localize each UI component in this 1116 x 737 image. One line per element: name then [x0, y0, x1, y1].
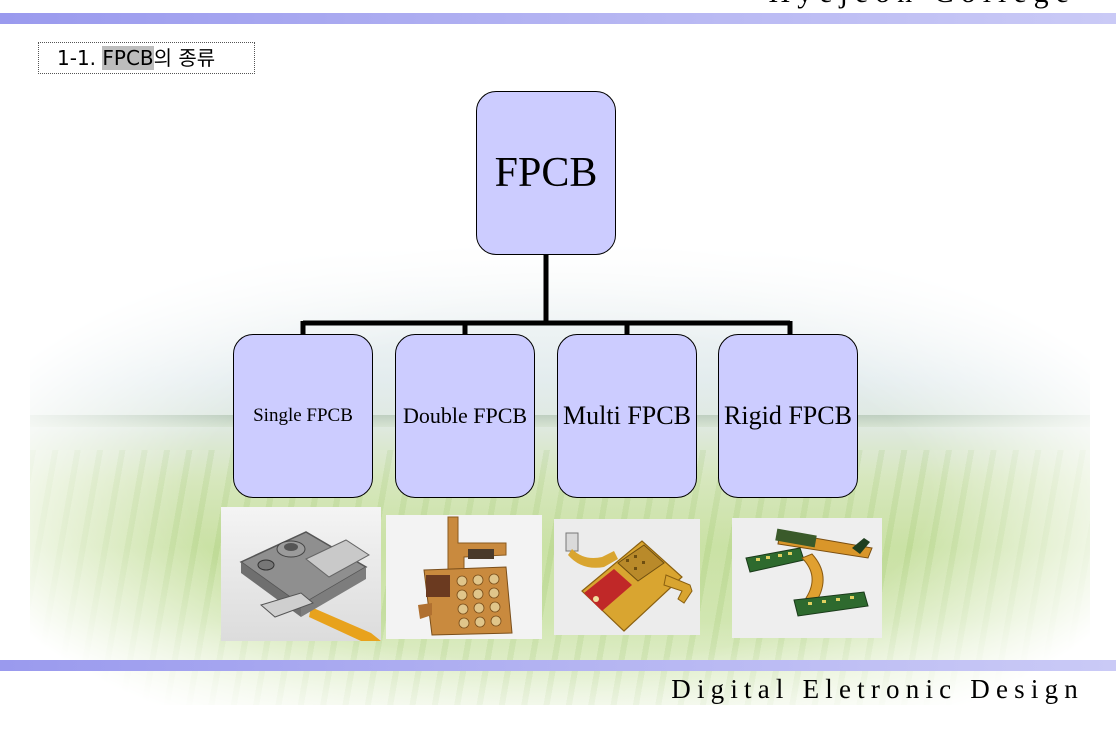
child-node-single-fpcb: Single FPCB	[233, 334, 373, 498]
photo-multi-fpcb	[554, 519, 700, 635]
child-node-multi-fpcb: Multi FPCB	[557, 334, 697, 498]
child-node-rigid-fpcb: Rigid FPCB	[718, 334, 858, 498]
photo-double-fpcb	[386, 515, 542, 639]
section-highlight: FPCB	[102, 46, 154, 70]
section-number: 1-1.	[57, 46, 97, 70]
header-title: Hyejeon College	[769, 0, 1076, 10]
child-node-double-fpcb: Double FPCB	[395, 334, 535, 498]
photo-single-fpcb	[221, 507, 381, 641]
photo-rigid-fpcb	[732, 518, 882, 638]
root-node-fpcb: FPCB	[476, 91, 616, 255]
footer-title: Digital Eletronic Design	[671, 674, 1084, 704]
section-title: 1-1. FPCB의 종류	[38, 42, 255, 74]
header-bar	[0, 13, 1116, 24]
footer-bar	[0, 660, 1116, 671]
section-title-rest: 의 종류	[153, 46, 216, 70]
